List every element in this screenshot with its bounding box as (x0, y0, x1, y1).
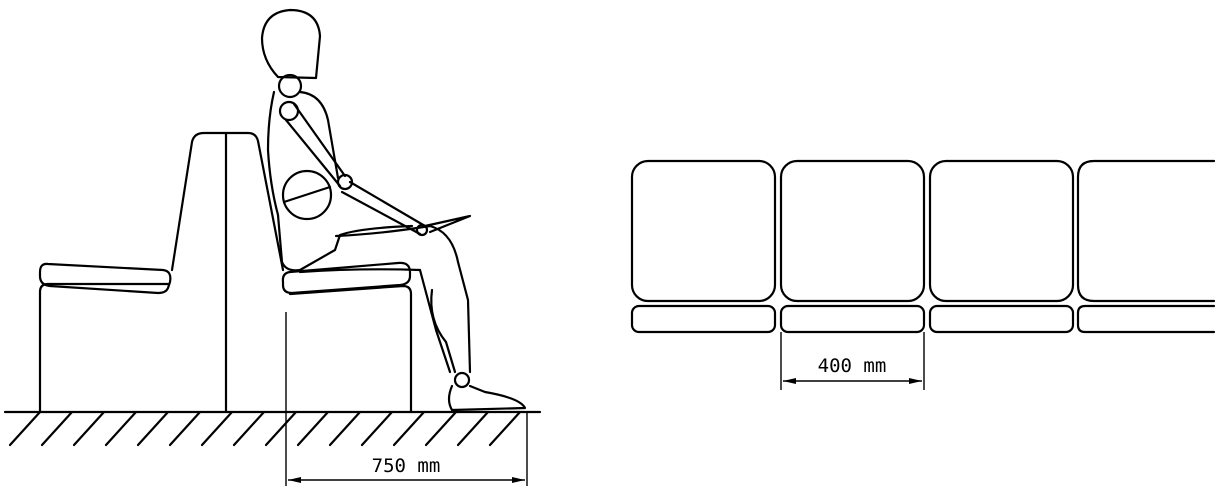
bench-side-profile (38, 131, 413, 414)
front-view: 400 mm (630, 159, 1216, 390)
seat-back-3 (928, 159, 1075, 303)
depth-dimension-label: 750 mm (372, 455, 441, 477)
seat-width-label: 400 mm (818, 355, 887, 377)
seat-width-dimension: 400 mm (780, 332, 925, 390)
seat-cushion-2 (779, 304, 926, 334)
seat-cushion-1 (630, 304, 777, 334)
ground-hatching (3, 410, 542, 447)
side-view: 750 mm (3, 8, 542, 486)
seat-cushion-3 (928, 304, 1075, 334)
depth-dimension: 750 mm (285, 312, 528, 486)
bench-front-seats (630, 159, 1216, 334)
seat-cushion-4 (1076, 304, 1216, 334)
seated-figure-mannequin (260, 8, 527, 412)
seat-back-1 (630, 159, 777, 303)
seat-back-4 (1076, 159, 1216, 303)
seat-back-2 (779, 159, 926, 303)
